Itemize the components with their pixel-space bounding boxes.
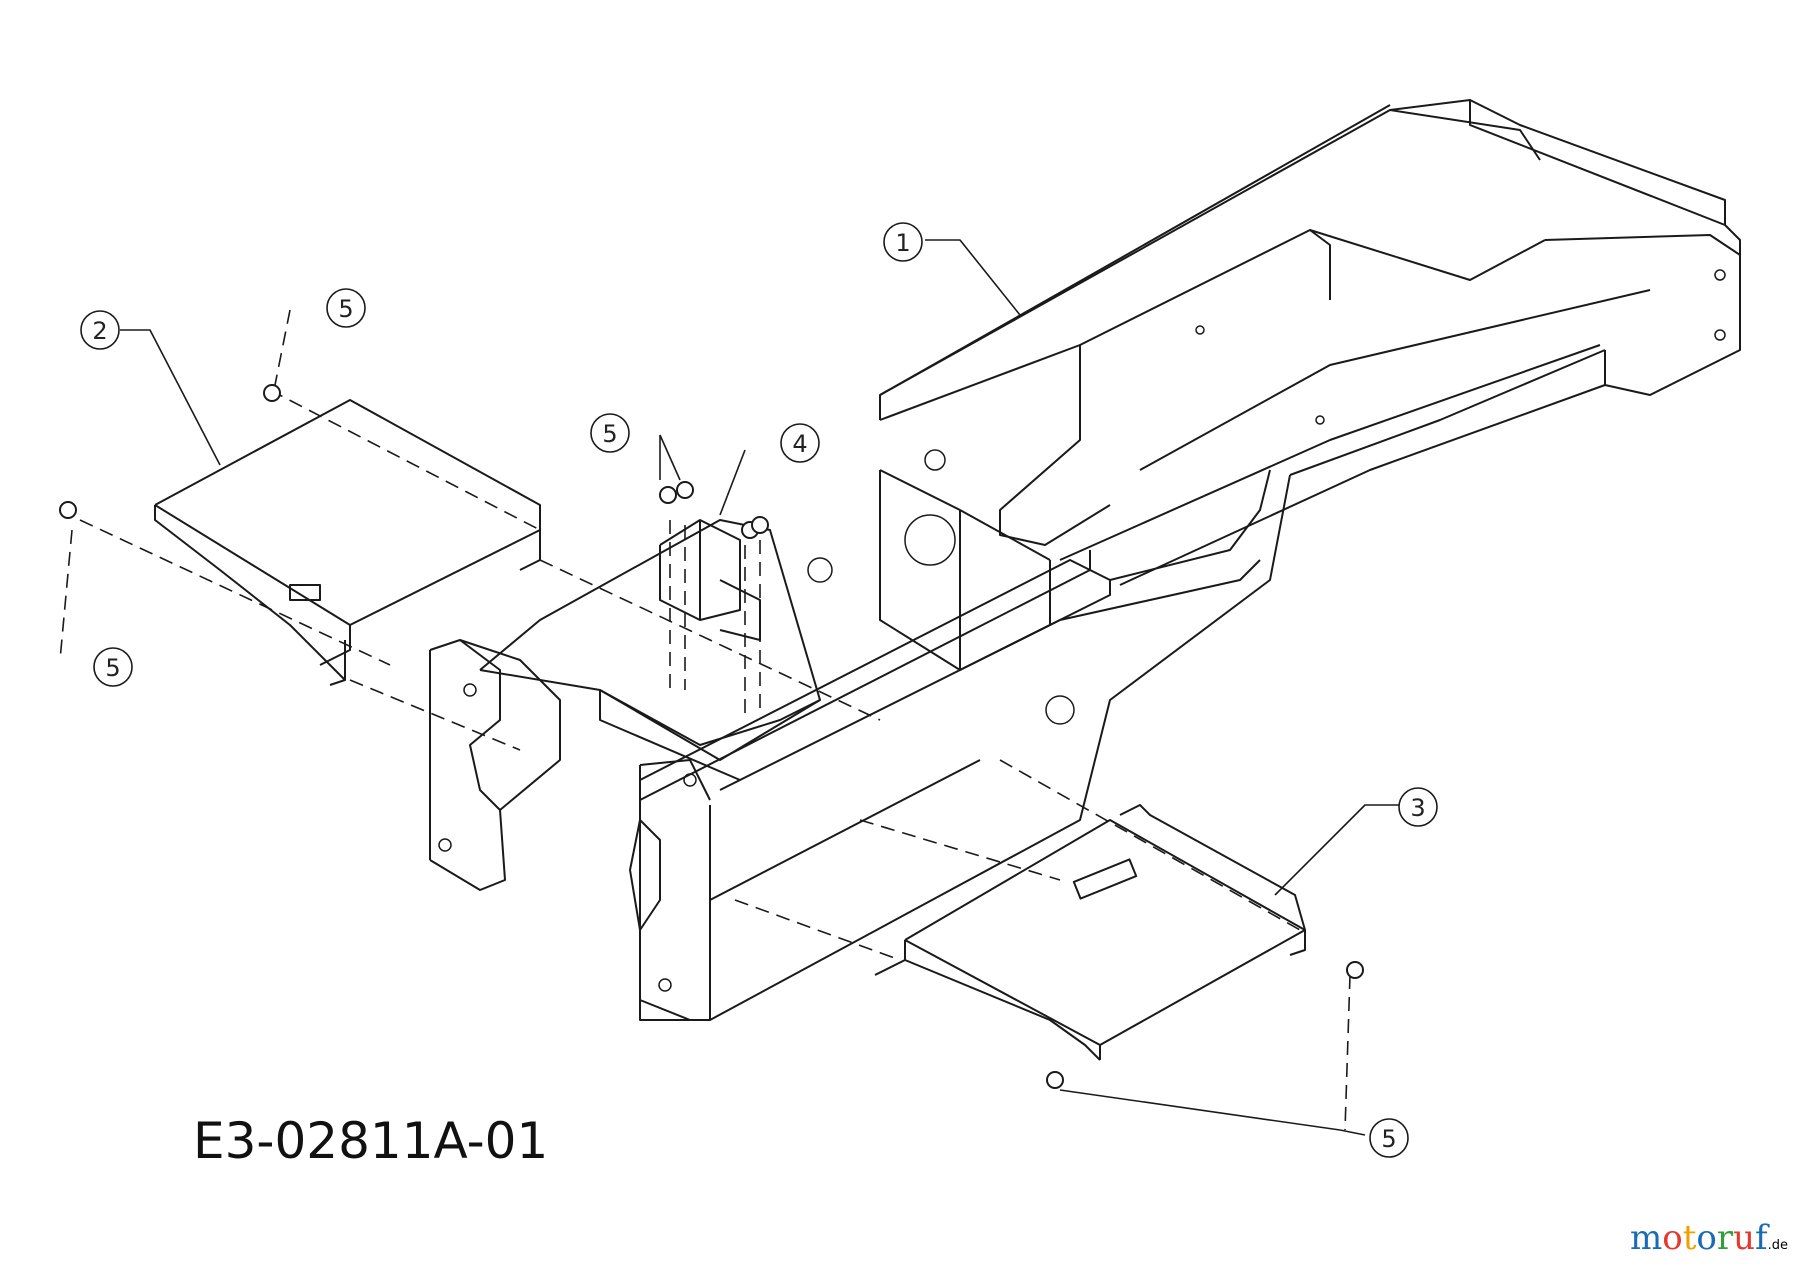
callout-5b-circle xyxy=(590,413,630,453)
callout-3-circle xyxy=(1398,787,1438,827)
frame-holes xyxy=(438,269,1726,992)
bolts xyxy=(59,384,1364,1089)
left-footrest-panel xyxy=(154,399,541,686)
main-frame xyxy=(429,99,1741,1021)
watermark-suffix: .de xyxy=(1767,1238,1788,1253)
watermark-letters: motoruf xyxy=(1630,1218,1768,1258)
callout-5a-label: 5 xyxy=(338,295,353,323)
watermark-letter: m xyxy=(1629,1218,1663,1258)
callout-4-label: 4 xyxy=(792,430,807,458)
watermark-letter: f xyxy=(1755,1218,1768,1258)
callout-5d-circle xyxy=(1369,1118,1409,1158)
right-footrest-panel xyxy=(874,804,1306,1061)
watermark-letter: t xyxy=(1682,1218,1697,1258)
callout-3-label: 3 xyxy=(1410,794,1425,822)
callout-labels: 1 2 3 4 5 5 5 5 xyxy=(92,229,1425,1153)
callout-1-label: 1 xyxy=(895,229,910,257)
callout-5c-circle xyxy=(93,647,133,687)
watermark-letter: o xyxy=(1662,1218,1683,1258)
leader-lines xyxy=(120,239,1400,1136)
motoruf-watermark: motoruf.de xyxy=(1630,1218,1788,1258)
callout-1-circle xyxy=(883,222,923,262)
watermark-letter: r xyxy=(1716,1218,1734,1258)
callout-5b-label: 5 xyxy=(602,420,617,448)
watermark-letter: o xyxy=(1696,1218,1717,1258)
assembly-guide-lines xyxy=(59,309,1351,1131)
callout-circles xyxy=(80,222,1438,1158)
callout-4-circle xyxy=(780,423,820,463)
drawing-id: E3-02811A-01 xyxy=(193,1112,549,1170)
callout-2-circle xyxy=(80,310,120,350)
callout-5c-label: 5 xyxy=(105,654,120,682)
watermark-letter: u xyxy=(1733,1218,1756,1258)
callout-2-label: 2 xyxy=(92,317,107,345)
callout-5d-label: 5 xyxy=(1381,1125,1396,1153)
callout-5a-circle xyxy=(326,288,366,328)
